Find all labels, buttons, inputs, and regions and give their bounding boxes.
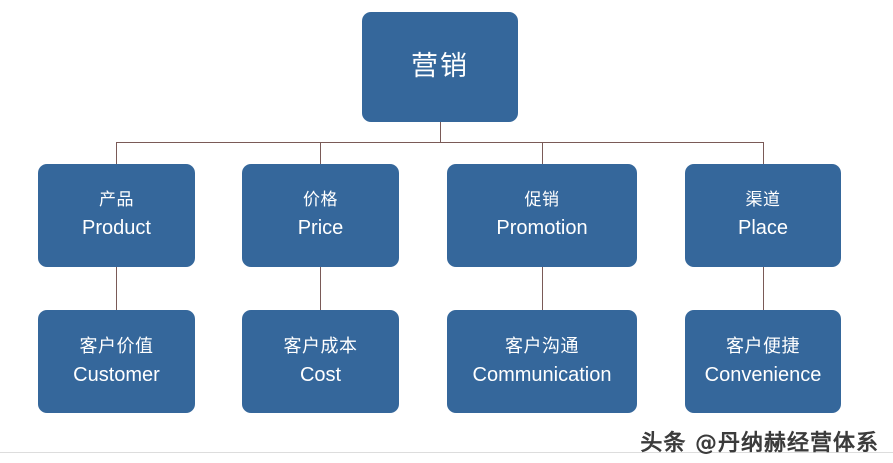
footer-divider (0, 452, 893, 453)
node-product[interactable]: 产品 Product (38, 164, 195, 267)
node-label-cn: 客户便捷 (726, 335, 800, 356)
node-label-en: Promotion (496, 217, 588, 240)
node-marketing-root[interactable]: 营销 (362, 12, 518, 122)
watermark-text: 头条 @丹纳赫经营体系 (640, 431, 879, 456)
node-label-cn: 客户沟通 (505, 335, 579, 356)
node-price[interactable]: 价格 Price (242, 164, 399, 267)
connector-drop-product (116, 142, 117, 164)
node-label-en: Product (82, 217, 151, 240)
node-label-cn: 产品 (99, 190, 134, 210)
node-label-cn: 客户成本 (283, 335, 358, 356)
node-label-en: Customer (73, 363, 160, 386)
node-customer[interactable]: 客户价值 Customer (38, 310, 195, 413)
node-label-cn: 渠道 (745, 190, 781, 210)
connector-drop-place (763, 142, 764, 164)
node-label-en: Place (737, 217, 789, 240)
connector-price-cost (320, 267, 321, 310)
node-place[interactable]: 渠道 Place (685, 164, 841, 267)
connector-horizontal-bus (116, 142, 764, 143)
connector-place-convenience (763, 267, 764, 310)
node-label-cn: 营销 (411, 51, 469, 82)
node-label-en: Price (297, 217, 344, 240)
node-promotion[interactable]: 促销 Promotion (447, 164, 637, 267)
node-communication[interactable]: 客户沟通 Communication (447, 310, 637, 413)
node-label-en: Cost (299, 363, 342, 386)
node-label-cn: 客户价值 (79, 335, 154, 356)
node-label-cn: 促销 (524, 190, 560, 210)
connector-drop-price (320, 142, 321, 164)
connector-root-stem (440, 122, 441, 142)
connector-product-customer (116, 267, 117, 310)
node-label-en: Convenience (704, 363, 822, 386)
node-label-cn: 价格 (303, 190, 338, 210)
node-cost[interactable]: 客户成本 Cost (242, 310, 399, 413)
connector-promotion-communication (542, 267, 543, 310)
connector-drop-promotion (542, 142, 543, 164)
node-convenience[interactable]: 客户便捷 Convenience (685, 310, 841, 413)
node-label-en: Communication (472, 363, 612, 386)
